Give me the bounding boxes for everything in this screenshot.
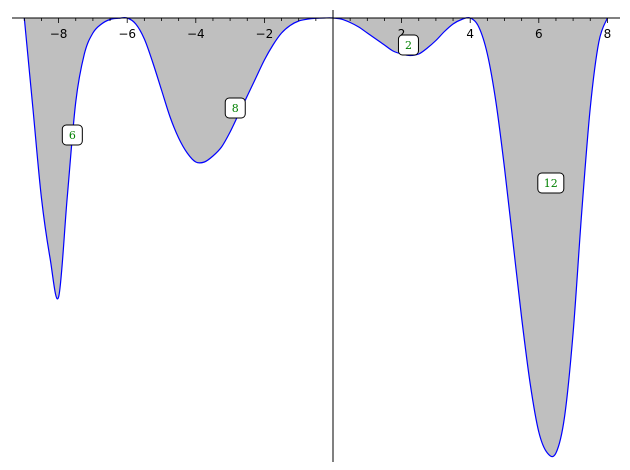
region-label-box [61, 124, 83, 146]
x-ticks: −8 −6 −4 −2 2 4 6 8 [23, 18, 612, 41]
region-label: 6 [61, 124, 83, 146]
area-fill [24, 17, 608, 457]
x-tick-label: 4 [466, 27, 474, 41]
x-tick-label: −2 [256, 27, 274, 41]
x-tick-label: −4 [187, 27, 205, 41]
region-labels: 6 8 2 12 [61, 34, 565, 194]
region-label-text: 2 [405, 39, 412, 52]
x-tick-label: 2 [398, 27, 406, 41]
region-label-box [537, 172, 565, 194]
region-label-box [224, 97, 246, 119]
region-label: 2 [397, 34, 419, 56]
x-tick-label: 8 [604, 27, 612, 41]
region-label-box [397, 34, 419, 56]
x-tick-label: 6 [535, 27, 543, 41]
x-tick-label: −6 [118, 27, 136, 41]
region-label-text: 8 [232, 102, 239, 115]
region-label-text: 12 [544, 177, 558, 190]
region-label-text: 6 [69, 129, 76, 142]
region-label: 8 [224, 97, 246, 119]
x-tick-label: −8 [50, 27, 68, 41]
region-label: 12 [537, 172, 565, 194]
